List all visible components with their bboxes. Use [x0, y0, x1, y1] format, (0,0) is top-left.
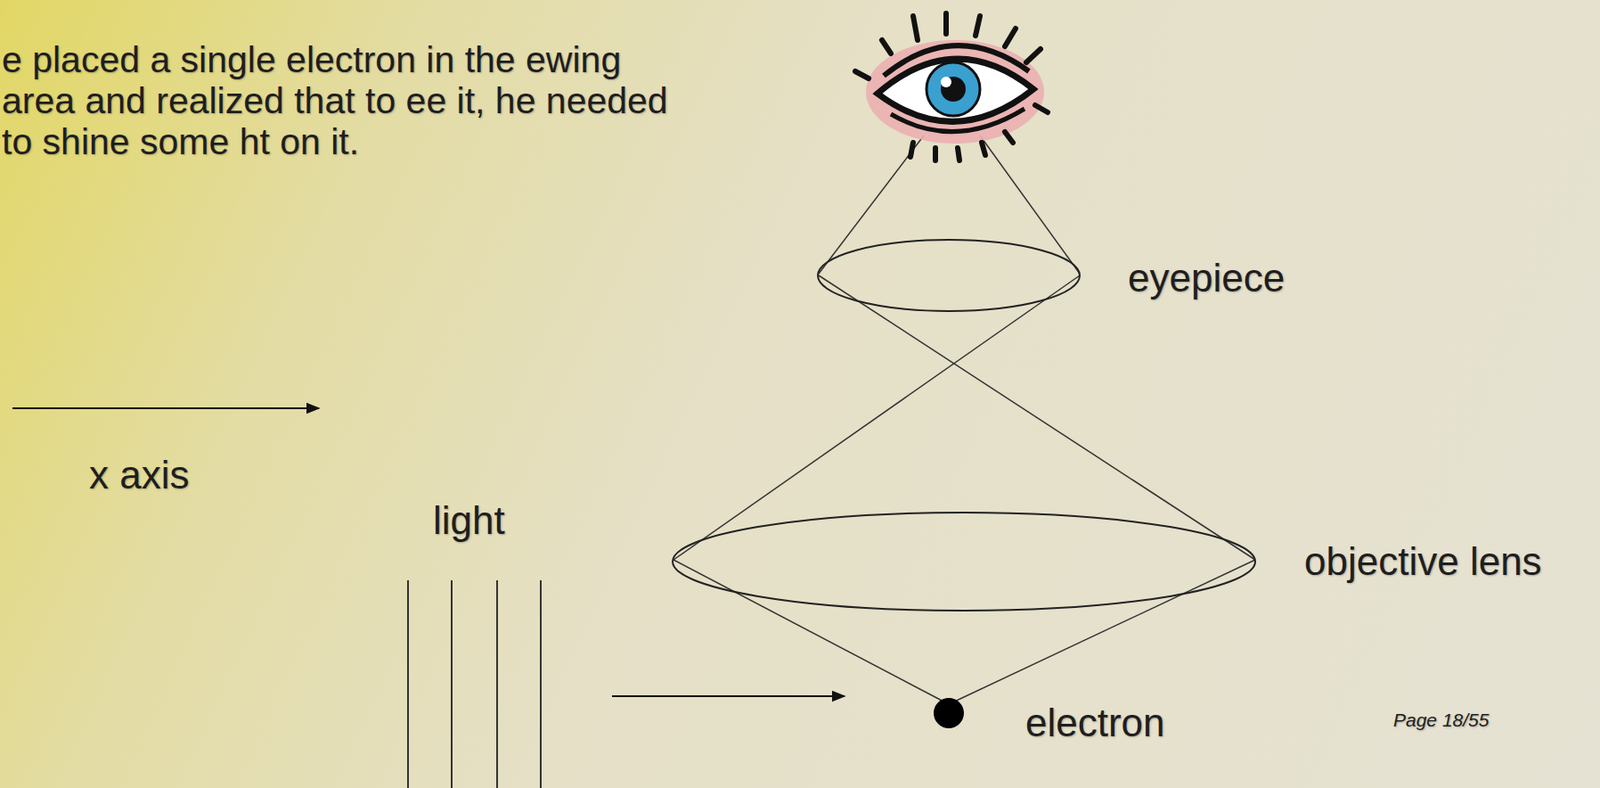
eyepiece-lens — [817, 239, 1080, 311]
light-label: light — [432, 498, 506, 542]
light-direction-arrow — [612, 694, 845, 697]
objective-lens — [672, 512, 1256, 611]
intro-text: e placed a single electron in the ewing … — [1, 39, 679, 163]
axis-label: x axis — [89, 453, 189, 497]
page-number: Page 18/55 — [1393, 709, 1489, 730]
eye-icon — [855, 13, 1048, 161]
light-rays — [408, 579, 541, 788]
eyepiece-label: eyepiece — [1127, 256, 1285, 300]
ray-lines — [673, 135, 1256, 704]
electron-label: electron — [1025, 701, 1166, 744]
objective-label: objective lens — [1304, 539, 1543, 583]
x-axis-arrow — [12, 407, 319, 409]
electron-dot — [933, 697, 964, 728]
